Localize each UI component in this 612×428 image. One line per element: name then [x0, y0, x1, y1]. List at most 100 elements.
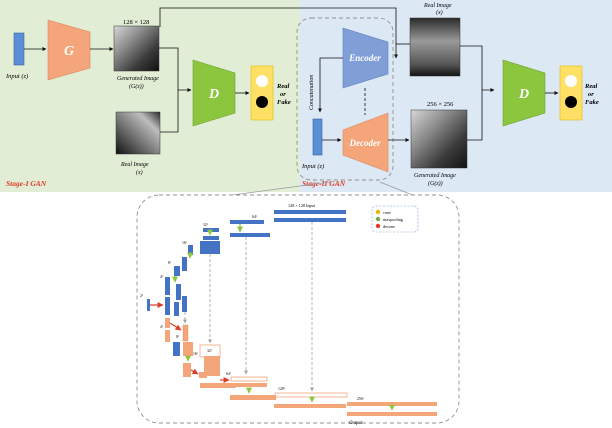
legend-deconv-label: deconv	[383, 224, 396, 229]
dec-block-8b	[183, 342, 193, 356]
discriminator2-block	[502, 59, 546, 127]
enc-block-128b	[274, 218, 346, 222]
dec-block-128b	[230, 395, 276, 400]
stage2-generator-group	[296, 17, 394, 181]
output2-real-dot	[565, 75, 577, 87]
stage2-generated-label-2: (G(z))	[428, 180, 443, 187]
stage1-real-label: Real Image	[120, 162, 149, 168]
verdict2-line3: Fake	[585, 99, 599, 106]
unet-input-label: 128 × 128 Input	[288, 203, 316, 208]
enc-block-4b	[165, 297, 170, 315]
enc-block-16b	[182, 257, 187, 271]
arrow-real-to-d1	[160, 90, 179, 133]
verdict1-line3: Fake	[277, 99, 291, 106]
output1-fake-dot	[256, 96, 268, 108]
discriminator1-label: D	[208, 87, 219, 102]
enc-block-32c	[200, 241, 220, 254]
dim-label-8b: 8²	[176, 335, 180, 339]
dec-block-4b	[165, 330, 170, 342]
verdict2-line1: Real	[584, 83, 597, 90]
unet-dim-labels: 64² 32² 16² 8² 4² 2² 4² 8² 16² 32² 64² 1…	[140, 215, 365, 401]
generator-block	[47, 19, 91, 81]
stage1-real-label-2: (x)	[136, 169, 143, 176]
enc-block-4	[165, 277, 170, 295]
dec-block-256	[347, 402, 437, 406]
legend-deconv-dot	[375, 223, 381, 229]
dec-block-256b	[347, 412, 437, 416]
legend-conv-label: conv	[383, 210, 392, 215]
dec-block-128	[274, 392, 348, 398]
enc-block-128	[274, 210, 346, 214]
output2-panel	[559, 65, 583, 121]
dim-label-128: 128²	[278, 387, 286, 391]
stage1-real-image	[115, 111, 161, 155]
dec-block-128c	[274, 404, 346, 408]
dim-label-32: 32²	[203, 223, 209, 227]
dec-block-8	[182, 324, 189, 342]
enc-block-64b	[230, 233, 270, 237]
discriminator2-label: D	[518, 87, 529, 102]
stage2-input-block	[312, 118, 323, 156]
enc-block-8c	[174, 302, 179, 316]
dec-block-32b	[204, 356, 220, 376]
enc-block-32b	[203, 236, 219, 240]
unet-skip-connections	[183, 222, 314, 392]
unet-legend	[371, 205, 419, 233]
decoder-block	[342, 112, 389, 173]
enc-block-8	[174, 266, 180, 276]
decoder-label: Decoder	[349, 138, 381, 148]
legend-pool-label: maxpooling	[383, 217, 404, 222]
legend-conv-dot	[375, 209, 381, 215]
dim-label-4b: 4²	[160, 325, 164, 329]
enc-block-16c	[182, 296, 187, 312]
stage2-size-label: 256 × 256	[427, 101, 454, 108]
dec-block-16	[183, 363, 191, 377]
enc-block-32	[203, 228, 219, 232]
verdict1-line1: Real	[276, 83, 289, 90]
unet-output-label: Output	[349, 421, 363, 426]
dim-label-64: 64²	[252, 215, 258, 219]
dec-block-64	[230, 376, 268, 382]
stage2-input-label: Input (z)	[301, 163, 324, 170]
dim-label-32b: 32²	[207, 349, 213, 353]
stage1-generated-label-2: (G(z))	[129, 83, 144, 90]
unet-decoder	[165, 318, 437, 416]
stage2-generated-image	[410, 109, 468, 169]
arrow-generated-to-d1	[159, 47, 192, 92]
dec-block-64b	[231, 383, 267, 387]
enc-block-skip	[173, 342, 180, 356]
enc-block-16	[188, 245, 193, 255]
generator-label: G	[64, 44, 74, 59]
concat-label: Concatenation	[309, 75, 315, 110]
dec-block-64c	[200, 383, 236, 388]
dim-label-4: 4²	[160, 275, 164, 279]
output1-real-dot	[256, 75, 268, 87]
dim-label-16: 16²	[182, 241, 188, 245]
verdict1-line2: or	[280, 91, 286, 98]
dim-label-2: 2²	[140, 294, 144, 298]
stage1-generated-image	[113, 25, 160, 72]
encoder-block	[342, 27, 389, 89]
arrow-encoder-to-input	[318, 57, 343, 113]
unet-op-arrows	[150, 224, 395, 411]
stage1-input-block	[13, 32, 25, 66]
stage1-title: Stage-I GAN	[6, 179, 47, 188]
dim-label-8: 8²	[168, 261, 172, 265]
arrow-generated-to-d2	[467, 90, 483, 141]
stage2-title: Stage-II GAN	[302, 179, 346, 188]
encoder-label: Encoder	[348, 53, 381, 63]
arrow-stage1-to-encoder	[159, 7, 398, 59]
dim-label-64b: 64²	[226, 372, 232, 376]
output2-fake-dot	[565, 96, 577, 108]
discriminator1-block	[192, 59, 236, 127]
stage2-generated-label: Generated Image	[414, 173, 456, 179]
enc-block-input	[147, 299, 150, 311]
enc-block-64	[230, 220, 264, 224]
legend-pool-dot	[375, 216, 381, 222]
stage2-real-label-2: (x)	[436, 9, 443, 16]
stage1-size-label: 128 × 128	[123, 19, 149, 26]
enc-block-8b	[176, 284, 181, 300]
dec-block-4	[165, 318, 170, 328]
verdict2-line2: or	[588, 91, 594, 98]
